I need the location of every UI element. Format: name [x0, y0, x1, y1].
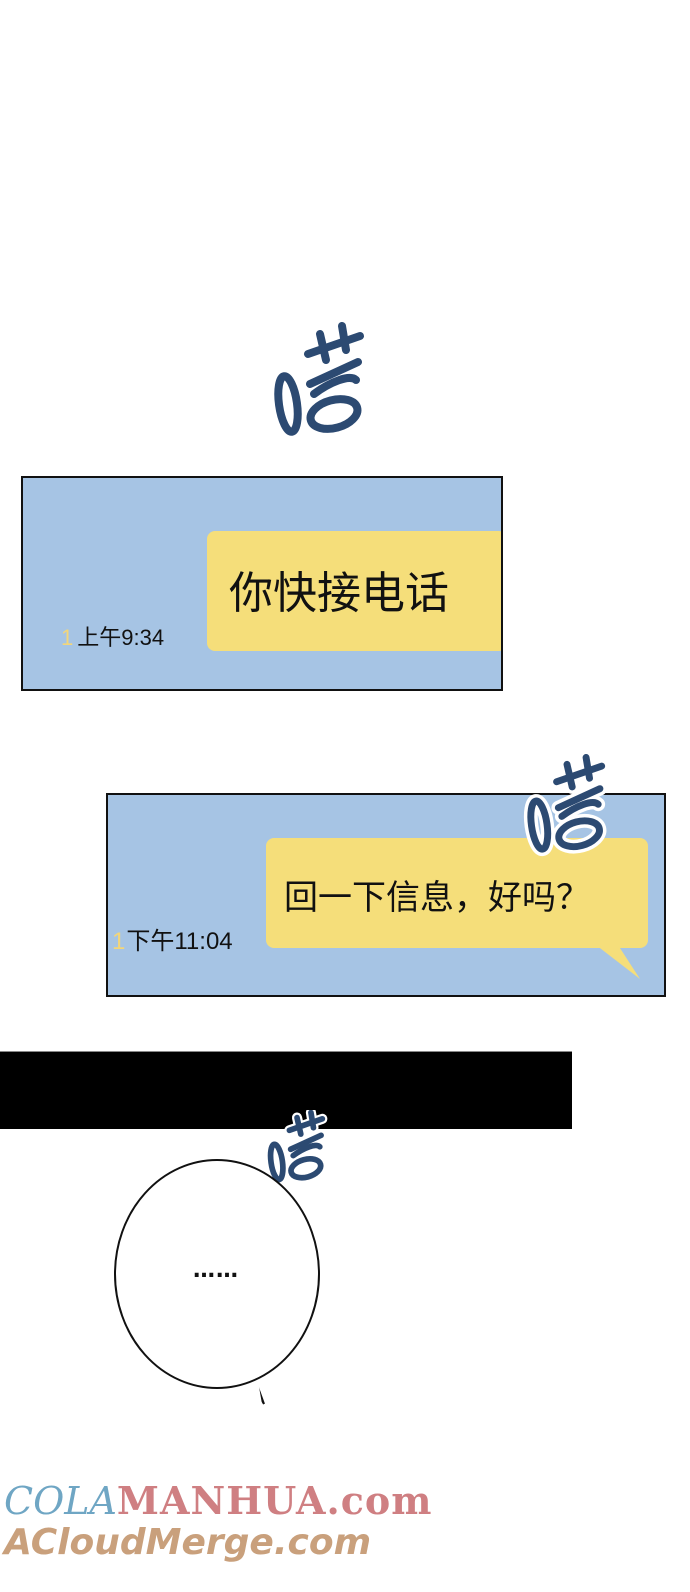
- watermark-acloudmerge: ACloudMerge.com: [4, 1522, 372, 1563]
- sfx-tap-icon: [265, 1110, 328, 1185]
- timestamp: 上午9:34: [77, 625, 165, 650]
- message-bubble: 你快接电话: [207, 531, 501, 651]
- unread-count: 1: [112, 928, 126, 955]
- sfx-tap-icon: [523, 754, 609, 857]
- message-text: 回一下信息，好吗？: [284, 878, 590, 918]
- message-bubble: 回一下信息，好吗？: [266, 838, 648, 948]
- black-panel-bar: [0, 1051, 572, 1129]
- watermark-colamanhua: COLAMANHUA.com: [4, 1478, 433, 1523]
- timestamp: 下午11:04: [126, 928, 233, 955]
- message-text: 你快接电话: [229, 568, 449, 619]
- bubble-tail-icon: [596, 945, 640, 979]
- balloon-text: ……: [193, 1258, 239, 1283]
- sfx-tap-icon: [274, 322, 364, 436]
- speech-balloon: [114, 1159, 320, 1405]
- unread-count: 1: [61, 625, 74, 650]
- message-meta: 1下午11:04: [112, 921, 233, 956]
